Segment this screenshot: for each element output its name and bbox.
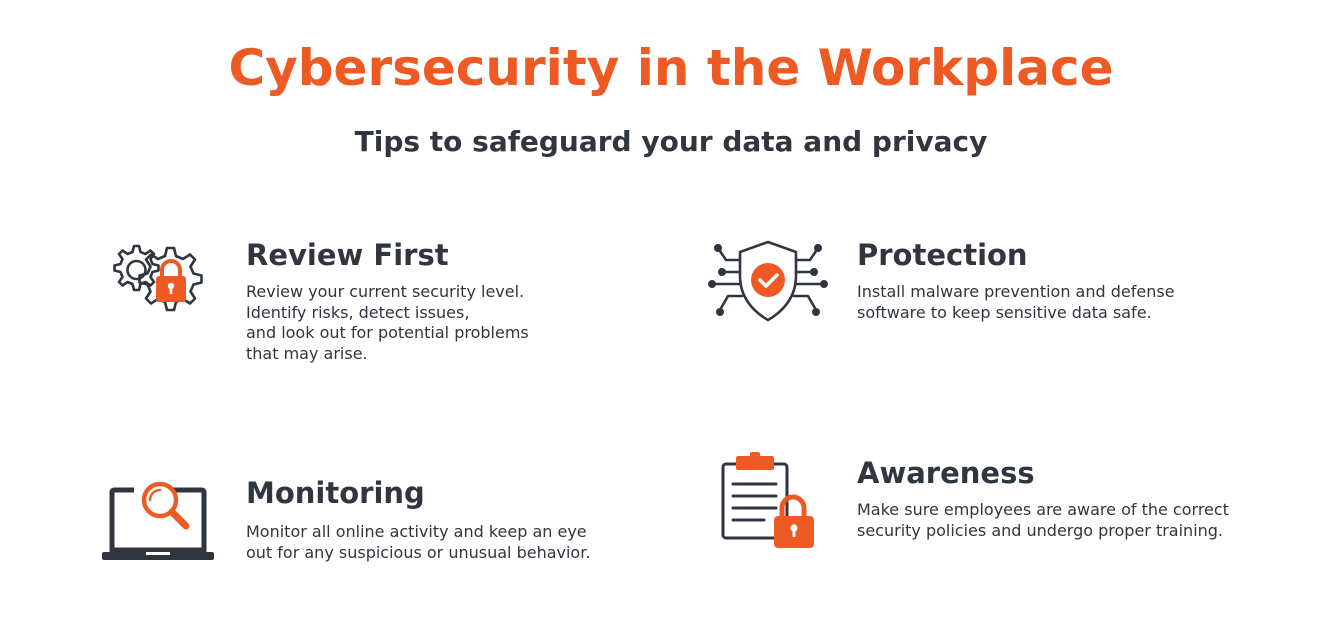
page-subtitle: Tips to safeguard your data and privacy bbox=[354, 125, 988, 158]
tip-awareness: Awareness Make sure employees are aware … bbox=[720, 452, 1280, 562]
tip-description: Monitor all online activity and keep an … bbox=[246, 522, 590, 563]
gears-lock-icon bbox=[113, 244, 203, 312]
tip-heading: Monitoring bbox=[246, 476, 425, 510]
page-title: Cybersecurity in the Workplace bbox=[228, 39, 1114, 97]
tip-description-line: software to keep sensitive data safe. bbox=[857, 302, 1152, 322]
tip-heading: Awareness bbox=[857, 456, 1035, 490]
tip-monitoring: Monitoring Monitor all online activity a… bbox=[102, 474, 662, 574]
tip-description-line: Install malware prevention and defense bbox=[857, 282, 1175, 301]
tip-description: Make sure employees are aware of the cor… bbox=[857, 500, 1229, 541]
tip-description-line: Review your current security level. bbox=[246, 282, 525, 301]
tip-heading: Review First bbox=[246, 238, 449, 272]
tip-description-line: Monitor all online activity and keep an … bbox=[246, 522, 587, 541]
tip-description: Install malware prevention and defense s… bbox=[857, 282, 1175, 323]
tip-description-line: that may arise. bbox=[246, 343, 368, 363]
tip-description-line: security policies and undergo proper tra… bbox=[857, 520, 1224, 540]
tip-heading: Protection bbox=[857, 238, 1028, 272]
tip-description-line: out for any suspicious or unusual behavi… bbox=[246, 542, 591, 562]
tip-description-line: Make sure employees are aware of the cor… bbox=[857, 500, 1229, 519]
clipboard-lock-icon bbox=[721, 452, 814, 548]
tip-protection: Protection Install malware prevention an… bbox=[706, 236, 1266, 336]
shield-check-circuit-icon bbox=[708, 240, 828, 322]
tip-description-line: and look out for potential problems bbox=[246, 323, 529, 342]
laptop-magnifier-icon bbox=[102, 481, 214, 560]
tip-description: Review your current security level. Iden… bbox=[246, 282, 529, 364]
tip-review-first: Review First Review your current securit… bbox=[104, 236, 664, 376]
tip-description-line: Identify risks, detect issues, bbox=[246, 302, 470, 322]
